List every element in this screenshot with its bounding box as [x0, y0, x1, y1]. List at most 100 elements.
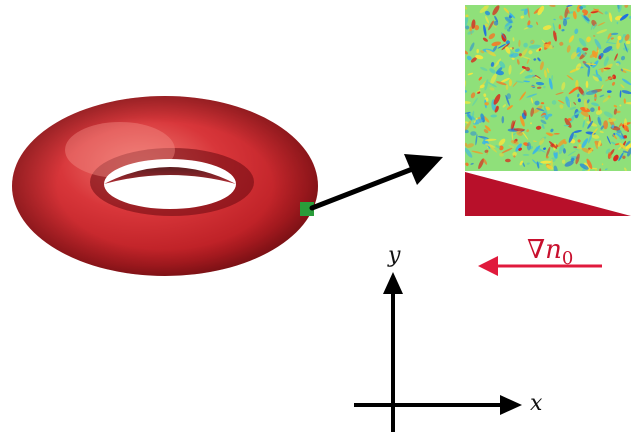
turbulence-eddy	[527, 20, 531, 26]
turbulence-eddy	[568, 35, 575, 43]
turbulence-eddy	[480, 113, 485, 121]
turbulence-eddy	[569, 114, 575, 123]
turbulence-eddy	[540, 160, 552, 164]
turbulence-eddy	[526, 129, 530, 133]
turbulence-eddy	[561, 159, 566, 164]
turbulence-eddy	[581, 138, 589, 149]
turbulence-eddy	[597, 116, 602, 126]
turbulence-eddy	[593, 35, 596, 37]
turbulence-eddy	[626, 40, 631, 45]
turbulence-eddy	[617, 5, 620, 10]
turbulence-eddy	[511, 131, 514, 141]
turbulence-eddy	[599, 94, 605, 98]
turbulence-eddy	[506, 93, 512, 99]
turbulence-eddy	[587, 120, 593, 129]
turbulence-eddy	[586, 158, 593, 170]
turbulence-eddy	[613, 108, 618, 115]
turbulence-eddy	[596, 29, 608, 34]
turbulence-eddy	[559, 41, 564, 46]
turbulence-eddy	[587, 66, 591, 77]
turbulence-field	[465, 5, 631, 171]
turbulence-eddy	[523, 109, 527, 117]
turbulence-eddy	[473, 118, 484, 125]
turbulence-eddy	[539, 61, 544, 71]
turbulence-eddy	[492, 5, 500, 16]
turbulence-eddy	[482, 140, 487, 145]
turbulence-eddy	[508, 79, 513, 87]
turbulence-eddy	[604, 168, 608, 171]
turbulence-eddy	[575, 79, 579, 89]
turbulence-eddy	[470, 92, 476, 99]
turbulence-eddy	[545, 132, 554, 136]
turbulence-eddy	[495, 145, 501, 149]
turbulence-eddy	[587, 147, 594, 154]
turbulence-eddy	[617, 5, 622, 13]
turbulence-eddy	[548, 140, 558, 149]
turbulence-eddy	[582, 47, 589, 51]
turbulence-eddy	[611, 124, 615, 129]
turbulence-eddy	[521, 130, 529, 140]
turbulence-eddy	[480, 50, 485, 54]
turbulence-eddy	[545, 106, 551, 111]
turbulence-eddy	[598, 55, 602, 60]
turbulence-eddy	[540, 102, 545, 105]
turbulence-eddy	[603, 111, 613, 118]
turbulence-eddy	[617, 35, 622, 41]
turbulence-eddy	[603, 67, 611, 70]
turbulence-eddy	[568, 10, 570, 14]
turbulence-eddy	[475, 134, 478, 146]
turbulence-eddy	[553, 30, 557, 42]
turbulence-eddy	[564, 6, 569, 19]
turbulence-eddy	[479, 84, 485, 89]
turbulence-eddy	[516, 59, 520, 65]
turbulence-eddy	[594, 168, 598, 171]
turbulence-eddy	[563, 124, 570, 127]
turbulence-eddy	[567, 118, 572, 121]
turbulence-eddy	[467, 113, 473, 121]
turbulence-eddy	[599, 168, 602, 171]
turbulence-eddy	[548, 78, 553, 90]
turbulence-eddy	[483, 24, 487, 37]
turbulence-eddy	[612, 134, 618, 140]
turbulence-eddy	[566, 5, 574, 8]
turbulence-eddy	[580, 106, 591, 113]
turbulence-eddy	[478, 76, 482, 81]
turbulence-eddy	[501, 147, 513, 154]
turbulence-eddy	[612, 74, 617, 80]
turbulence-eddy	[489, 68, 496, 74]
turbulence-eddy	[582, 9, 589, 15]
turbulence-eddy	[496, 70, 504, 76]
turbulence-eddy	[471, 19, 476, 29]
turbulence-eddy	[543, 105, 548, 117]
turbulence-eddy	[553, 18, 556, 21]
turbulence-eddy	[619, 137, 623, 140]
turbulence-eddy	[618, 146, 622, 150]
turbulence-eddy	[480, 66, 488, 72]
turbulence-eddy	[568, 86, 579, 95]
turbulence-eddy	[465, 120, 472, 131]
turbulence-eddy	[530, 97, 534, 104]
turbulence-eddy	[622, 150, 629, 154]
turbulence-eddy	[483, 115, 490, 123]
turbulence-eddy	[473, 125, 477, 129]
turbulence-eddy	[591, 50, 598, 59]
turbulence-eddy	[606, 135, 611, 145]
turbulence-eddy	[465, 90, 467, 93]
turbulence-eddy	[561, 81, 566, 91]
turbulence-eddy	[501, 33, 507, 42]
y-axis-arrowhead	[383, 272, 403, 294]
turbulence-eddy	[606, 90, 612, 94]
turbulence-eddy	[542, 25, 552, 31]
turbulence-eddy	[550, 158, 553, 169]
turbulence-eddy	[611, 81, 616, 86]
turbulence-eddy	[528, 50, 533, 55]
turbulence-eddy	[532, 145, 541, 155]
turbulence-eddy	[624, 5, 629, 8]
turbulence-eddy	[585, 80, 589, 89]
turbulence-eddy	[587, 13, 592, 18]
turbulence-eddy	[487, 82, 497, 88]
turbulence-eddy	[601, 68, 604, 73]
turbulence-eddy	[627, 147, 631, 157]
turbulence-eddy	[615, 132, 625, 140]
turbulence-eddy	[493, 20, 499, 26]
